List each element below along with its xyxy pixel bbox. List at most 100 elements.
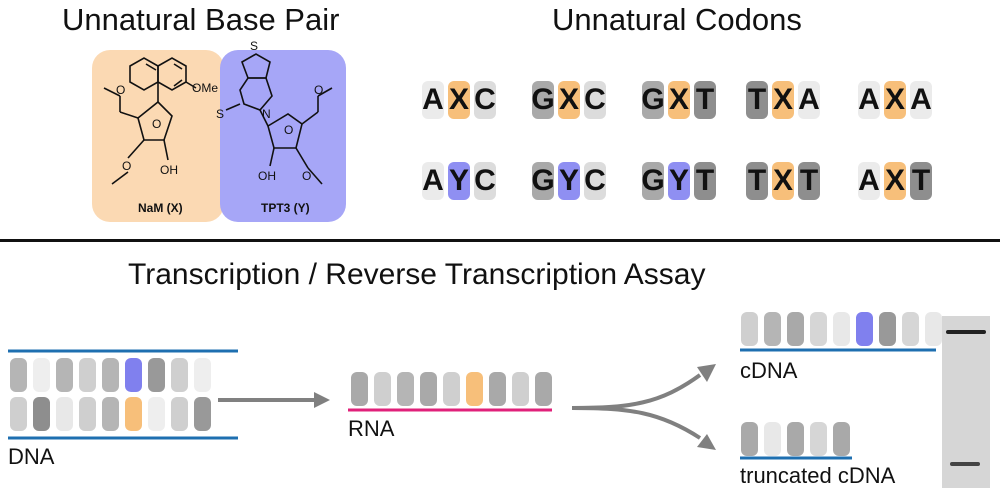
codon-letter: X	[668, 83, 689, 116]
dna-top-nucleotide	[125, 358, 142, 392]
rna-nucleotide	[443, 372, 460, 406]
codon-nucleotide-cell	[474, 81, 496, 119]
truncated-cdna-nucleotide	[741, 422, 758, 456]
codon-nucleotide-cell	[746, 81, 768, 119]
nam-ome-label: OMe	[192, 81, 218, 95]
codon-nucleotide-cell	[884, 81, 906, 119]
codon-letter: C	[584, 164, 606, 197]
codon-letter: C	[474, 83, 496, 116]
cdna-nucleotide	[764, 312, 781, 346]
dna-bottom-nucleotide	[79, 397, 96, 431]
tpt3-3o-label: O	[302, 169, 311, 183]
codon-letter: T	[747, 164, 767, 197]
dna-top-nucleotide	[194, 358, 211, 392]
codon-letter: C	[474, 164, 496, 197]
rna-label: RNA	[348, 416, 395, 441]
tpt3-thione-s-label: S	[216, 107, 224, 121]
codon-letter: Y	[668, 164, 689, 197]
codon-nucleotide-cell	[668, 81, 690, 119]
codon-letter: A	[910, 83, 932, 116]
dna-bottom-nucleotide	[171, 397, 188, 431]
codon-nucleotide-cell	[772, 162, 794, 200]
nam-5o-label: O	[116, 83, 125, 97]
codon-nucleotide-cell	[910, 162, 932, 200]
transcription-arrowhead	[314, 392, 330, 408]
rt-arrow-lower	[571, 406, 702, 440]
codon-nucleotide-cell	[798, 162, 820, 200]
codon-nucleotide-cell	[584, 81, 606, 119]
codon-letter: A	[858, 83, 880, 116]
codon-letter: X	[884, 83, 905, 116]
codon-nucleotide-cell	[584, 162, 606, 200]
tpt3-caption: TPT3 (Y)	[261, 201, 310, 215]
cdna-nucleotide	[925, 312, 942, 346]
rt-arrowhead-lower	[697, 434, 716, 450]
section-divider	[0, 239, 1000, 242]
codon-nucleotide-cell	[448, 162, 470, 200]
tpt3-oh-label: OH	[258, 169, 276, 183]
nam-structure	[103, 57, 197, 185]
cdna-nucleotide	[810, 312, 827, 346]
dna-bottom-nucleotide	[194, 397, 211, 431]
codon-nucleotide-cell	[746, 162, 768, 200]
base-pair-title: Unnatural Base Pair	[62, 2, 340, 37]
cdna-nucleotide	[833, 312, 850, 346]
tpt3-n-label: N	[262, 107, 271, 121]
truncated-cdna-nucleotide	[764, 422, 781, 456]
codon-nucleotide-cell	[772, 81, 794, 119]
codon-nucleotide-cell	[858, 162, 880, 200]
codon-nucleotide-cell	[642, 162, 664, 200]
dna-label: DNA	[8, 444, 55, 469]
codon-letter: X	[558, 83, 579, 116]
codon-letter: Y	[448, 164, 469, 197]
codon-letter: A	[422, 164, 444, 197]
tpt3-ring-o-label: O	[284, 123, 293, 137]
rt-arrowhead-upper	[697, 364, 716, 382]
truncated-cdna-nucleotide	[787, 422, 804, 456]
codon-letter: X	[884, 164, 905, 197]
codons-title: Unnatural Codons	[552, 2, 802, 37]
cdna-nucleotide	[879, 312, 896, 346]
codon-nucleotide-cell	[694, 81, 716, 119]
gel-band-full	[946, 330, 986, 334]
dna-bottom-nucleotide	[33, 397, 50, 431]
dna-bottom-nucleotide	[56, 397, 73, 431]
codon-letter: T	[747, 83, 767, 116]
rna-nucleotide	[512, 372, 529, 406]
cdna-nucleotide	[787, 312, 804, 346]
tpt3-ring-s-label: S	[250, 39, 258, 53]
cdna-nucleotide	[856, 312, 873, 346]
truncated-cdna-nucleotide	[833, 422, 850, 456]
codon-nucleotide-cell	[798, 81, 820, 119]
dna-top-nucleotide	[10, 358, 27, 392]
dna-bottom-nucleotide	[102, 397, 119, 431]
dna-bottom-nucleotide	[10, 397, 27, 431]
codon-letter: A	[422, 83, 444, 116]
codon-nucleotide-cell	[910, 81, 932, 119]
tpt3-5o-label: O	[314, 83, 323, 97]
gel-lane	[942, 316, 990, 488]
codon-nucleotide-cell	[532, 81, 554, 119]
codon-letter: T	[911, 164, 931, 197]
codon-letter: X	[772, 164, 793, 197]
rna-nucleotide	[397, 372, 414, 406]
tpt3-structure	[225, 53, 333, 185]
codon-letter: C	[584, 83, 606, 116]
assay-title: Transcription / Reverse Transcription As…	[128, 258, 706, 291]
codon-nucleotide-cell	[884, 162, 906, 200]
rna-nucleotide	[351, 372, 368, 406]
gel-band-truncated	[950, 462, 980, 466]
rt-arrow-upper	[571, 373, 702, 410]
codon-letter: A	[798, 83, 820, 116]
codon-letter: T	[695, 83, 715, 116]
rna-nucleotide	[489, 372, 506, 406]
codon-nucleotide-cell	[858, 81, 880, 119]
truncated-cdna-nucleotide	[810, 422, 827, 456]
codon-nucleotide-cell	[448, 81, 470, 119]
rna-nucleotide	[420, 372, 437, 406]
nam-ring-o-label: O	[152, 117, 161, 131]
codon-letter: A	[858, 164, 880, 197]
truncated-cdna-label: truncated cDNA	[740, 463, 896, 488]
codon-letter: Y	[558, 164, 579, 197]
